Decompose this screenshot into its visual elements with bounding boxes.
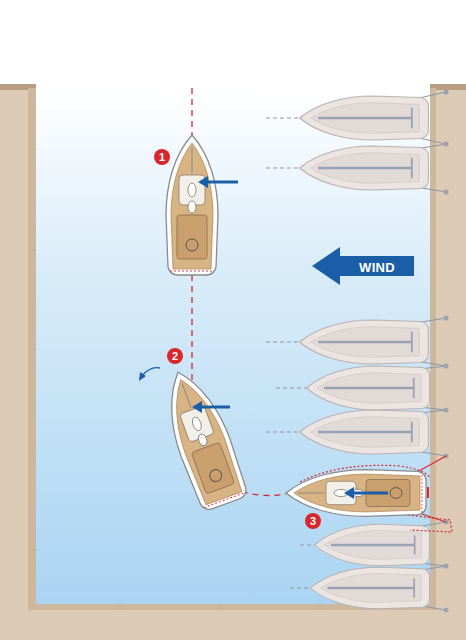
wind-label: WIND bbox=[359, 260, 395, 273]
callout-number: 3 bbox=[310, 516, 316, 527]
callout-number: 2 bbox=[172, 351, 178, 362]
callout-number: 1 bbox=[159, 152, 165, 163]
